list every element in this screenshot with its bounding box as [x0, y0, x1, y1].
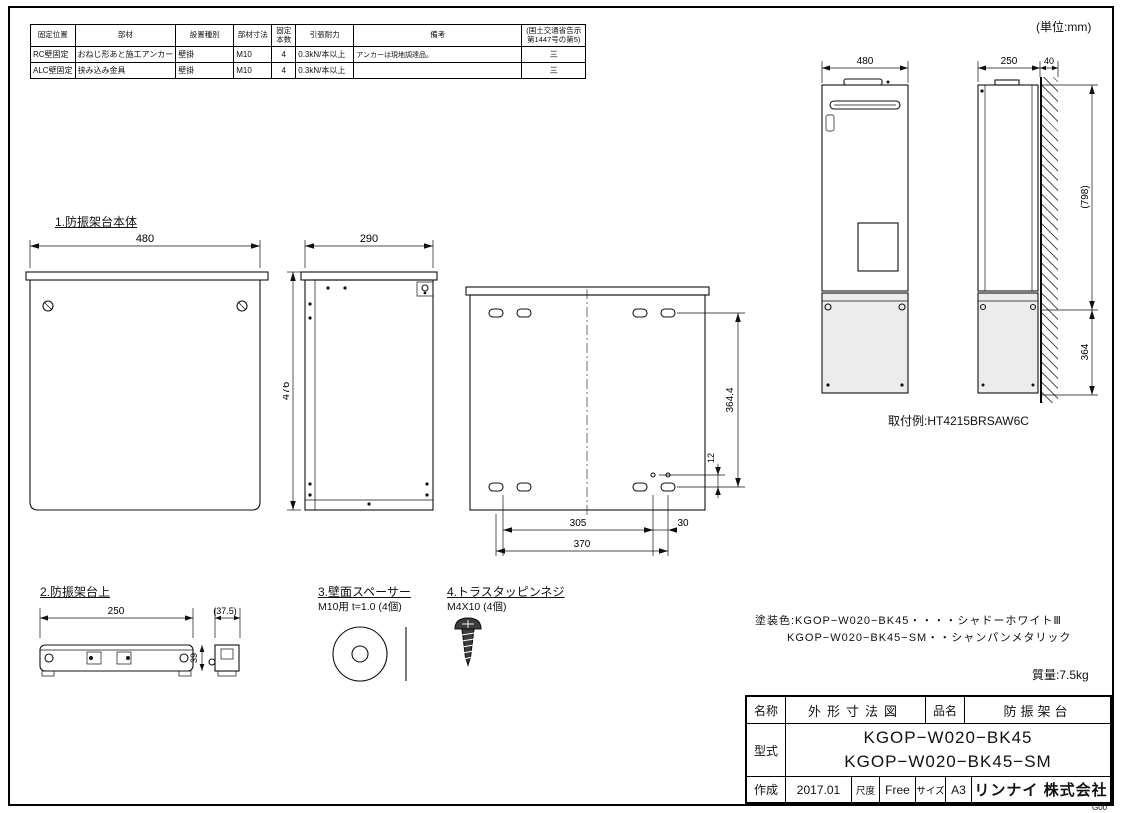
dim-back-305: 305 [570, 518, 587, 529]
col-header: 備考 [353, 24, 523, 47]
cell-install-type: 壁掛 [175, 46, 235, 63]
company-name: リンナイ 株式会社 [971, 777, 1110, 802]
dim-unit-gap: 40 [1044, 56, 1054, 66]
paint-color-line1: 塗装色:KGOP−W020−BK45・・・・シャドーホワイトⅢ [755, 615, 1062, 627]
sheet-border [8, 6, 1114, 806]
unit-note: (単位:mm) [1036, 20, 1092, 34]
model-2: KGOP−W020−BK45−SM [844, 752, 1052, 771]
date-value: 2017.01 [785, 777, 851, 802]
section-title-top: 2.防振架台上 [40, 585, 111, 599]
scale-value: Free [879, 777, 915, 802]
dim-top-height: 39 [189, 653, 199, 663]
cell-fix-position: ALC壁固定 [30, 62, 76, 79]
col-header: 部材 [74, 24, 177, 47]
date-label: 作成 [753, 783, 778, 797]
spacer-drawing [332, 626, 407, 682]
stand-back-view: 364.4 12 305 30 370 [465, 286, 745, 556]
dim-front-width: 480 [136, 233, 154, 245]
name-label: 名称 [753, 703, 778, 718]
dim-back-slot-height: 364.4 [725, 387, 736, 412]
cell-notice: 三 [521, 46, 587, 63]
cell-notice: 三 [521, 62, 587, 79]
size-label: サイズ [915, 777, 945, 802]
stand-side-view: 290 476 [283, 233, 438, 511]
scale-label: 尺度 [851, 777, 879, 802]
item-label: 品名 [925, 697, 964, 723]
spec-header-row: 固定位置 部材 設置種別 部材寸法 固定 本数 引張耐力 備考 (国土交通省告示… [30, 24, 587, 47]
dim-back-offset: 12 [706, 453, 716, 463]
paint-color-line2: KGOP−W020−BK45−SM・・シャンパンメタリック [787, 632, 1072, 644]
col-header: (国土交通省告示 第1447号の第5) [521, 24, 587, 47]
cell-member: おねじ形あと施工アンカー [74, 46, 177, 63]
dim-back-370: 370 [574, 539, 591, 550]
col-header: 引張耐力 [295, 24, 355, 47]
section-title-spacer: 3.壁面スペーサー [318, 585, 411, 599]
dim-back-30: 30 [677, 518, 689, 529]
col-header: 設置種別 [175, 24, 235, 47]
dim-unit-front-width: 480 [857, 56, 874, 67]
item-value: 防振架台 [964, 697, 1110, 723]
unit-front-view: 480 [821, 56, 909, 394]
stand-top-view: 250 (37.5) 39 [39, 606, 241, 677]
cell-member: 挟み込み金具 [74, 62, 177, 79]
dim-side-depth: 290 [360, 233, 378, 245]
cell-strength: 0.3kN/本以上 [295, 46, 355, 63]
mount-example: 取付例:HT4215BRSAW6C [888, 414, 1029, 428]
cell-count: 4 [271, 62, 297, 79]
size-value: A3 [945, 777, 971, 802]
dim-unit-lower-height: 364 [1080, 343, 1091, 360]
screw-drawing [454, 617, 482, 667]
title-block: 名称 外形寸法図 品名 防振架台 型式 KGOP−W020−BK45 KGOP−… [745, 695, 1112, 804]
page-code: G00 [1092, 803, 1108, 812]
dim-unit-height: (798) [1080, 185, 1091, 208]
cell-remark [353, 62, 523, 79]
model-label: 型式 [753, 743, 778, 758]
col-header: 固定位置 [30, 24, 76, 47]
cell-remark: アンカーは現地調達品。 [353, 46, 523, 63]
table-row: RC壁固定 おねじ形あと施工アンカー 壁掛 M10 4 0.3kN/本以上 アン… [30, 46, 587, 63]
col-header: 固定 本数 [271, 24, 297, 47]
table-row: ALC壁固定 挟み込み金具 壁掛 M10 4 0.3kN/本以上 三 [30, 62, 587, 79]
dim-top-depth: (37.5) [213, 606, 237, 616]
section-title-screw: 4.トラスタッピンネジ [447, 585, 565, 599]
cell-size: M10 [233, 62, 273, 79]
cell-fix-position: RC壁固定 [30, 46, 76, 63]
wall-hatch [1040, 77, 1058, 403]
cell-size: M10 [233, 46, 273, 63]
stand-front-view: 480 [25, 233, 269, 511]
spec-table: 固定位置 部材 設置種別 部材寸法 固定 本数 引張耐力 備考 (国土交通省告示… [30, 24, 587, 79]
section-title-body: 1.防振架台本体 [55, 215, 138, 229]
unit-side-view: 250 40 (798) 364 [977, 56, 1098, 396]
cell-strength: 0.3kN/本以上 [295, 62, 355, 79]
dim-top-width: 250 [108, 606, 125, 617]
drawing-title: 外形寸法図 [785, 697, 925, 723]
model-1: KGOP−W020−BK45 [863, 728, 1033, 748]
cell-count: 4 [271, 46, 297, 63]
model-values: KGOP−W020−BK45 KGOP−W020−BK45−SM [785, 724, 1110, 776]
dim-side-height: 476 [283, 382, 292, 400]
screw-spec: M4X10 (4個) [447, 601, 507, 613]
cell-install-type: 壁掛 [175, 62, 235, 79]
dim-unit-side-depth: 250 [1001, 56, 1018, 67]
col-header: 部材寸法 [233, 24, 273, 47]
spacer-spec: M10用 t=1.0 (4個) [318, 601, 402, 613]
mass-note: 質量:7.5kg [1032, 668, 1089, 682]
